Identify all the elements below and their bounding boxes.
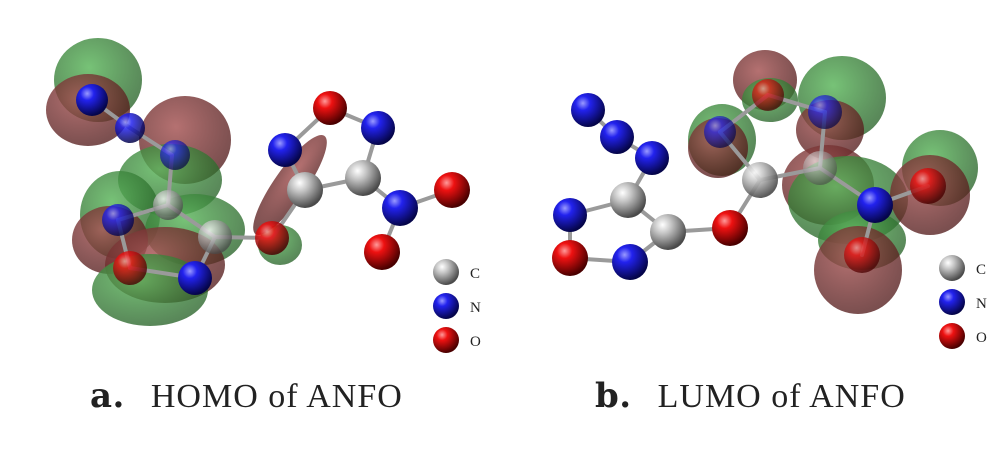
legend-a-nitrogen-label: N bbox=[470, 300, 481, 316]
legend-b-carbon-swatch bbox=[939, 255, 965, 281]
caption-a-title: HOMO of ANFO bbox=[150, 378, 403, 415]
legend-b: C N O bbox=[939, 255, 987, 349]
legend-a-oxygen-swatch bbox=[433, 327, 459, 353]
legend-a-carbon-label: C bbox=[470, 266, 480, 282]
caption-a-letter: a. bbox=[90, 376, 125, 416]
legend-a-nitrogen-swatch bbox=[433, 293, 459, 319]
legend-b-nitrogen-label: N bbox=[976, 296, 987, 312]
legend-b-oxygen-swatch bbox=[939, 323, 965, 349]
legend-b-nitrogen-swatch bbox=[939, 289, 965, 315]
legend-a-carbon-swatch bbox=[433, 259, 459, 285]
caption-b: b. LUMO of ANFO bbox=[595, 376, 906, 416]
legend-a-oxygen-label: O bbox=[470, 334, 481, 350]
caption-b-title: LUMO of ANFO bbox=[657, 378, 906, 415]
legend-a: C N O bbox=[433, 259, 481, 353]
caption-b-letter: b. bbox=[595, 376, 632, 416]
caption-a: a. HOMO of ANFO bbox=[90, 376, 403, 416]
legend-b-carbon-label: C bbox=[976, 262, 986, 278]
legend-b-oxygen-label: O bbox=[976, 330, 987, 346]
panel-b-lumo: C N O bbox=[552, 50, 987, 349]
homo-atoms bbox=[76, 84, 470, 295]
panel-a-homo: C N O bbox=[46, 38, 481, 353]
lumo-atoms bbox=[552, 79, 946, 280]
